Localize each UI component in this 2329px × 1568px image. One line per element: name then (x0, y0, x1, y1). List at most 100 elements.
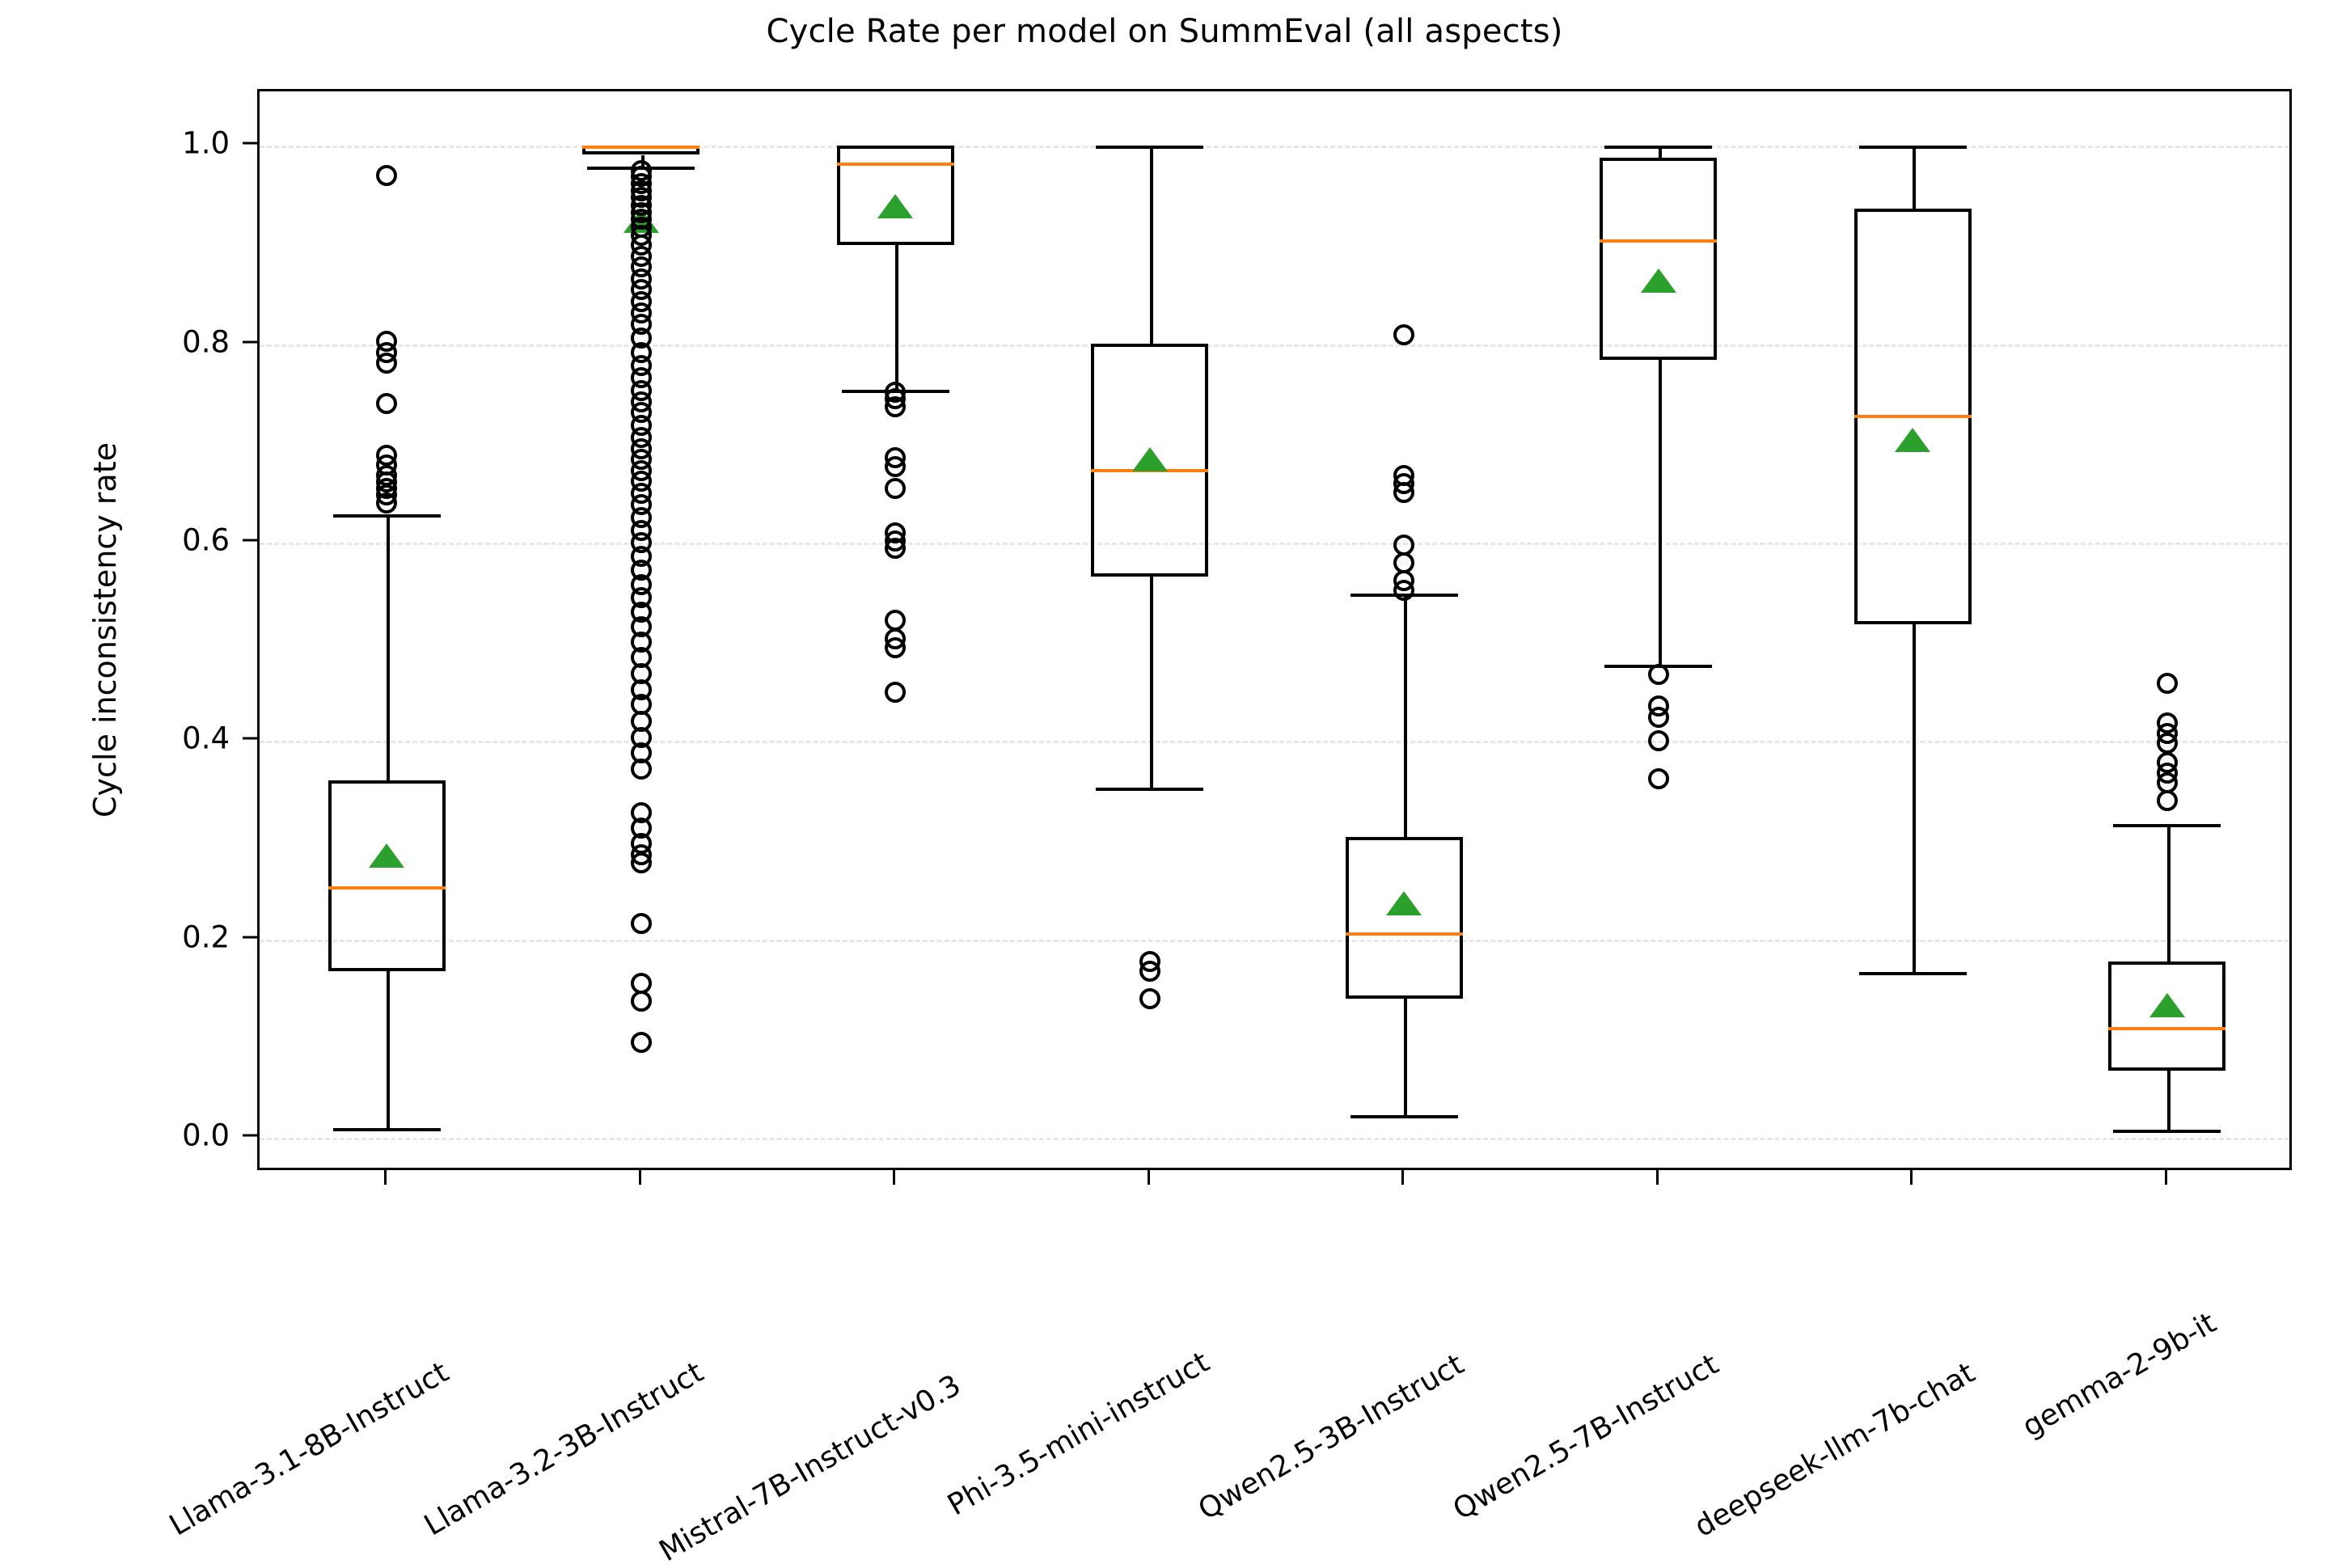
whisker-upper (1913, 146, 1917, 209)
outlier-point (885, 682, 907, 704)
outlier-point (885, 396, 907, 418)
boxplot-series (260, 91, 2289, 1168)
y-axis-ticks: 0.0 0.2 0.4 0.6 0.8 1.0 (0, 89, 257, 1170)
median-line (1853, 414, 1972, 418)
median-line (328, 885, 446, 890)
whisker-cap-upper (1604, 146, 1713, 150)
gridline-0.2 (260, 939, 2289, 942)
gridlines (260, 91, 2289, 1168)
x-tick-label-deepseek-llm-7b-chat: deepseek-llm-7b-chat (1689, 1198, 2255, 1544)
whisker-lower (2166, 1070, 2170, 1131)
outlier-point (630, 852, 652, 874)
whisker-upper (387, 514, 391, 781)
whisker-cap-lower (1350, 1114, 1458, 1118)
y-tick-label-0.2: 0.2 (182, 919, 230, 955)
box-Mistral-7B-Instruct-v0.3 (836, 146, 954, 246)
median-line (836, 163, 954, 167)
mean-marker (877, 193, 914, 218)
outlier-point (376, 492, 398, 514)
whisker-lower (895, 245, 899, 391)
median-line (1345, 932, 1463, 936)
mean-marker (1386, 891, 1422, 916)
whisker-upper (2166, 824, 2170, 962)
outlier-point (630, 1032, 652, 1054)
whisker-cap-upper (1096, 146, 1204, 150)
whisker-cap-upper (1858, 146, 1967, 150)
box-Phi-3.5-mini-instruct (1091, 343, 1209, 577)
x-tick-label-Qwen2.5-3B-Instruct: Qwen2.5-3B-Instruct (1193, 1198, 1730, 1527)
y-tick-label-0.8: 0.8 (182, 324, 230, 360)
mean-marker (369, 843, 405, 869)
x-tick-mark (2164, 1170, 2167, 1185)
mean-marker (1131, 446, 1168, 471)
x-tick-mark (384, 1170, 387, 1185)
x-tick-label-Llama-3.2-3B-Instruct: Llama-3.2-3B-Instruct (419, 1198, 983, 1542)
outlier-point (630, 913, 652, 935)
x-tick-mark (1147, 1170, 1150, 1185)
box-gemma-2-9b-it (2108, 961, 2226, 1071)
x-tick-label-text: Mistral-7B-Instruct-v0.3 (653, 1368, 967, 1568)
median-line (1600, 239, 1718, 243)
outlier-point (1393, 481, 1415, 503)
x-tick-label-Llama-3.1-8B-Instruct: Llama-3.1-8B-Instruct (164, 1198, 729, 1542)
outlier-point (376, 353, 398, 374)
outlier-point (1647, 706, 1669, 728)
x-tick-label-text: deepseek-llm-7b-chat (1689, 1356, 1981, 1544)
mean-marker (1640, 268, 1676, 293)
outlier-point (885, 477, 907, 499)
outlier-point (1393, 579, 1415, 601)
mean-marker (2149, 993, 2185, 1018)
outlier-point (1139, 960, 1160, 982)
whisker-upper (1404, 593, 1408, 838)
outlier-point (2156, 673, 2178, 695)
outlier-point (1139, 988, 1160, 1010)
x-tick-mark (893, 1170, 896, 1185)
outlier-point (1647, 730, 1669, 752)
y-tick-mark (243, 539, 257, 542)
box-Qwen2.5-3B-Instruct (1345, 837, 1463, 1000)
x-tick-mark (1401, 1170, 1405, 1185)
box-Llama-3.1-8B-Instruct (328, 780, 446, 971)
whisker-lower (1404, 999, 1408, 1115)
whisker-cap-lower (2113, 1130, 2221, 1134)
y-tick-label-1.0: 1.0 (182, 125, 230, 161)
y-tick-label-0.4: 0.4 (182, 721, 230, 756)
outlier-point (2156, 732, 2178, 754)
y-tick-label-0.6: 0.6 (182, 522, 230, 558)
whisker-cap-upper (332, 514, 441, 518)
whisker-lower (1913, 623, 1917, 973)
x-tick-label-text: Qwen2.5-3B-Instruct (1193, 1347, 1470, 1527)
outlier-point (885, 538, 907, 560)
whisker-lower (1149, 576, 1153, 788)
whisker-cap-lower (332, 1127, 441, 1131)
outlier-point (630, 990, 652, 1012)
outlier-point (1393, 323, 1415, 345)
whisker-cap-lower (1858, 972, 1967, 976)
whisker-cap-upper (2113, 824, 2221, 828)
x-tick-mark (1910, 1170, 1913, 1185)
gridline-1.0 (260, 146, 2289, 149)
y-tick-mark (243, 737, 257, 740)
outlier-point (885, 637, 907, 659)
outlier-point (376, 165, 398, 187)
x-tick-label-text: Qwen2.5-7B-Instruct (1447, 1347, 1725, 1527)
outlier-point (630, 758, 652, 780)
x-tick-label-text: Llama-3.1-8B-Instruct (164, 1355, 455, 1543)
gridline-0.0 (260, 1138, 2289, 1141)
mean-marker (1895, 428, 1931, 453)
gridline-0.4 (260, 741, 2289, 744)
outlier-point (1647, 768, 1669, 790)
chart-title: Cycle Rate per model on SummEval (all as… (766, 13, 1563, 50)
y-tick-label-0.0: 0.0 (182, 1118, 230, 1153)
boxplot-figure: Cycle Rate per model on SummEval (all as… (0, 13, 2292, 1568)
y-tick-mark (243, 142, 257, 145)
outlier-point (1647, 664, 1669, 686)
outlier-point (885, 609, 907, 631)
outlier-point (376, 393, 398, 415)
gridline-0.6 (260, 543, 2289, 546)
outlier-point (2156, 790, 2178, 812)
x-tick-label-text: Llama-3.2-3B-Instruct (418, 1355, 709, 1543)
gridline-0.8 (260, 344, 2289, 347)
plot-area (257, 89, 2292, 1170)
